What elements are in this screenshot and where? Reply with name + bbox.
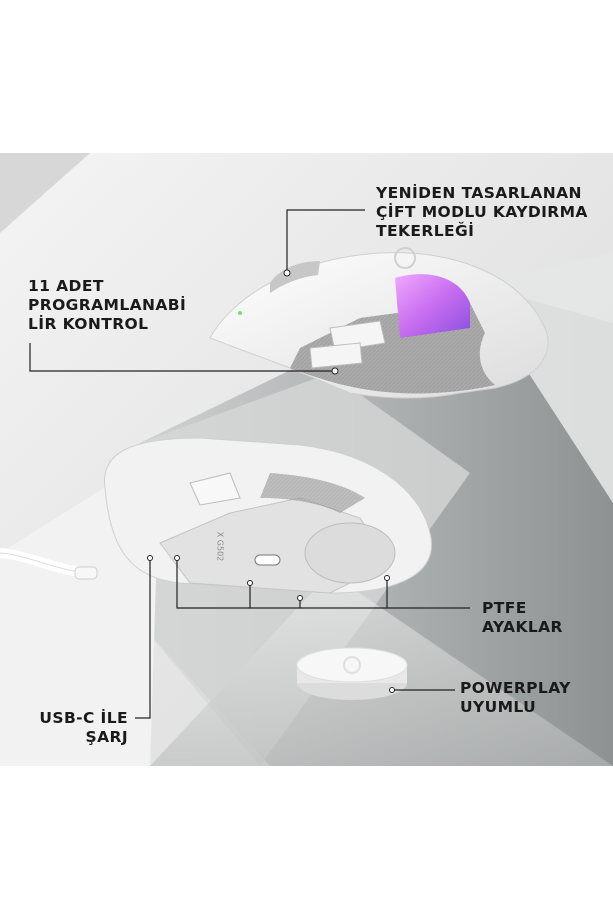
callout-lines <box>29 209 470 719</box>
powerplay-label: POWERPLAY UYUMLU <box>460 679 571 716</box>
scroll-wheel-label: YENİDEN TASARLANAN ÇİFT MODLU KAYDIRMA T… <box>376 184 588 240</box>
programmable-controls-label: 11 ADET PROGRAMLANABİ LİR KONTROL <box>28 277 187 333</box>
powerplay-puck <box>296 647 408 700</box>
mouse-side-view <box>209 247 549 399</box>
ptfe-feet-label: PTFE AYAKLAR <box>482 599 563 636</box>
mouse-underside <box>0 437 432 594</box>
background-graphic <box>0 153 613 766</box>
mouse-model-text: X G502 <box>215 531 225 562</box>
callout-dots <box>147 269 395 693</box>
product-panel: YENİDEN TASARLANAN ÇİFT MODLU KAYDIRMA T… <box>0 153 613 766</box>
usbc-charging-label: USB-C İLE ŞARJ <box>39 709 128 746</box>
